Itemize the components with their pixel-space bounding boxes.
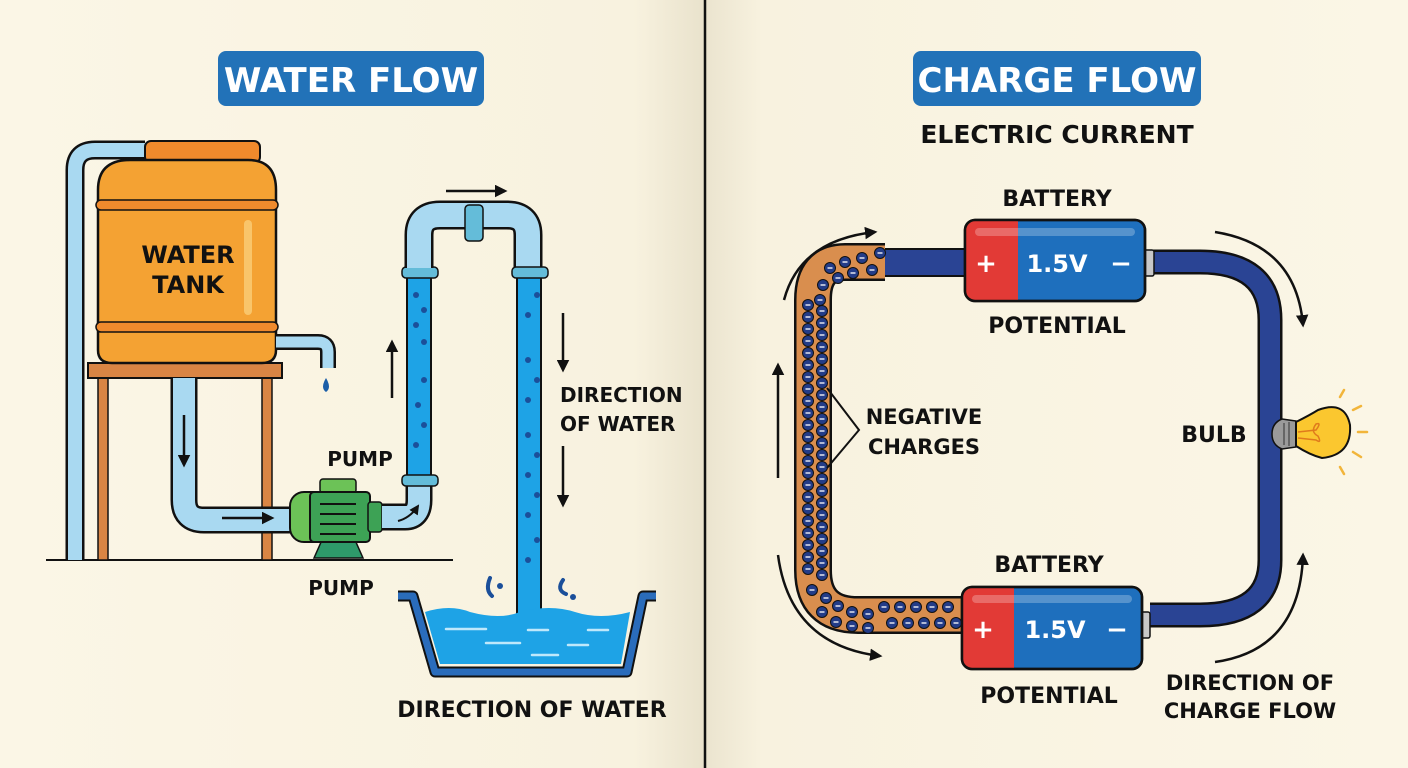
charges-label-line2: CHARGES bbox=[868, 435, 980, 459]
battery-bottom-label: BATTERY bbox=[994, 553, 1104, 578]
direction-label-line2: OF WATER bbox=[560, 412, 675, 436]
pump bbox=[289, 478, 383, 559]
battery-bottom-minus: − bbox=[1106, 615, 1128, 645]
battery-top-caption: POTENTIAL bbox=[988, 314, 1126, 339]
water-basin bbox=[398, 576, 656, 678]
faucet bbox=[276, 336, 334, 368]
inlet-pipe bbox=[173, 378, 300, 531]
pipe-coupling bbox=[464, 204, 484, 242]
charge-direction-label-line2: CHARGE FLOW bbox=[1164, 699, 1336, 723]
rising-pipe bbox=[406, 275, 432, 483]
charges-bracket bbox=[826, 387, 861, 469]
battery-bottom-caption: POTENTIAL bbox=[980, 684, 1118, 709]
arrow-curved-icon bbox=[776, 554, 883, 661]
charge-flow-subtitle: ELECTRIC CURRENT bbox=[920, 120, 1193, 149]
pump-label-bottom: PUMP bbox=[308, 576, 373, 600]
charge-flow-panel: CHARGE FLOW ELECTRIC CURRENT NEGATIVE CH… bbox=[771, 51, 1369, 723]
pump-label-top: PUMP bbox=[327, 447, 392, 471]
arrow-curved-icon bbox=[1214, 230, 1309, 328]
tank-label-line2: TANK bbox=[152, 271, 225, 299]
battery-top-label: BATTERY bbox=[1002, 187, 1112, 212]
tank-label-line1: WATER bbox=[141, 241, 234, 269]
battery-bottom-voltage: 1.5V bbox=[1024, 616, 1086, 644]
battery-bottom-plus: + bbox=[972, 615, 994, 645]
bulb-label: BULB bbox=[1181, 423, 1246, 448]
charge-flow-title-badge bbox=[913, 51, 1201, 106]
arrow-curved-icon bbox=[782, 226, 878, 301]
light-bulb-icon bbox=[1271, 388, 1369, 476]
falling-pipe bbox=[516, 275, 542, 617]
water-flow-title: WATER FLOW bbox=[224, 61, 478, 101]
charge-flow-title: CHARGE FLOW bbox=[918, 61, 1197, 101]
battery-top-minus: − bbox=[1110, 249, 1132, 279]
direction-label-line1: DIRECTION bbox=[560, 383, 683, 407]
tank-stand bbox=[87, 362, 283, 561]
arrow-curved-icon bbox=[397, 504, 420, 522]
water-droplets bbox=[413, 292, 540, 563]
water-tank: WATER TANK bbox=[95, 140, 279, 365]
battery-top: BATTERY + 1.5V − POTENTIAL bbox=[963, 187, 1155, 339]
pipe-collar bbox=[401, 266, 439, 279]
charge-direction-label-line1: DIRECTION OF bbox=[1166, 671, 1334, 695]
battery-bottom: BATTERY + 1.5V − POTENTIAL bbox=[960, 553, 1151, 709]
negative-charges bbox=[802, 247, 962, 634]
battery-top-voltage: 1.5V bbox=[1026, 250, 1088, 278]
water-flow-panel: WATER FLOW WATER TANK bbox=[46, 51, 683, 723]
water-drop-icon bbox=[323, 378, 329, 392]
charges-label-line1: NEGATIVE bbox=[866, 405, 983, 429]
return-pipe bbox=[68, 143, 145, 560]
water-flow-title-badge bbox=[218, 51, 484, 106]
basin-label: DIRECTION OF WATER bbox=[397, 698, 667, 723]
battery-top-plus: + bbox=[975, 249, 997, 279]
pipe-collar bbox=[401, 474, 439, 487]
arrow-curved-icon bbox=[1214, 552, 1309, 664]
wire-right bbox=[1150, 252, 1280, 625]
pipe-collar bbox=[511, 266, 549, 279]
wire-top bbox=[879, 248, 971, 277]
